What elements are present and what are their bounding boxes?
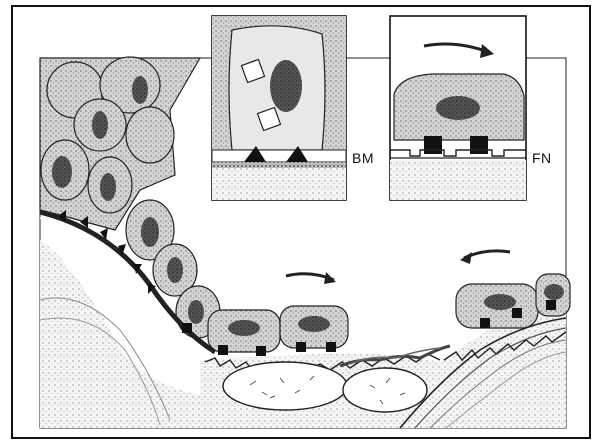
cell-nucleus	[52, 156, 72, 188]
bm-label: BM	[352, 150, 374, 166]
clot-body	[343, 368, 427, 412]
square-icon	[546, 300, 556, 310]
cell-nucleus	[484, 294, 516, 310]
square-icon	[326, 342, 336, 352]
basement-band	[212, 150, 346, 162]
cell-nucleus	[228, 320, 260, 336]
cell-outline	[126, 107, 174, 163]
inset-fibronectin	[390, 16, 526, 200]
cell-nucleus	[436, 96, 480, 120]
square-icon	[512, 308, 522, 318]
square-icon	[256, 346, 266, 356]
square-icon	[218, 345, 228, 355]
square-icon	[296, 342, 306, 352]
fn-label: FN	[532, 150, 552, 166]
cell-nucleus	[132, 76, 148, 104]
square-icon	[182, 323, 192, 333]
cell-nucleus	[188, 300, 204, 324]
cell-nucleus	[167, 257, 183, 283]
square-icon	[480, 318, 490, 328]
square-icon	[424, 136, 442, 154]
square-icon	[470, 136, 488, 154]
basement-band	[212, 162, 346, 168]
cell-nucleus	[92, 111, 108, 139]
clot-body	[223, 362, 347, 410]
cell-nucleus	[141, 217, 159, 247]
cell-nucleus	[270, 60, 302, 112]
inset-basement-membrane	[212, 16, 346, 200]
cell-nucleus	[298, 316, 330, 332]
cell-nucleus	[544, 284, 564, 300]
cell-nucleus	[100, 173, 116, 201]
